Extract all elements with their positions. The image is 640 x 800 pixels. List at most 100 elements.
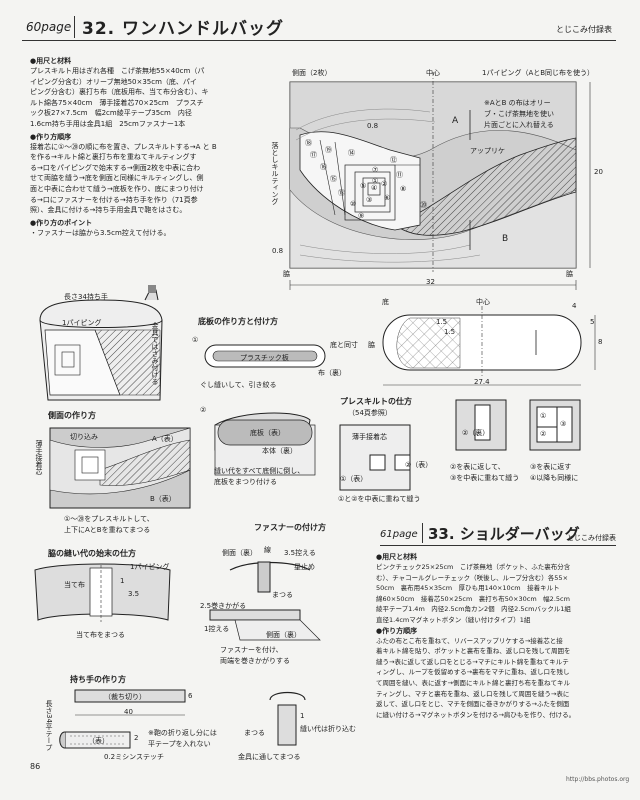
press-quilt-title: プレスキルトの仕方 bbox=[340, 397, 412, 406]
handle-length-label: 長さ34持ち手 bbox=[64, 293, 108, 301]
handle-dim1: 1 bbox=[300, 712, 305, 720]
next-materials-line: む）、チャコールグレーチェック（咲後し、ループ分含む）各55× bbox=[376, 573, 569, 582]
next-procedure-line: 返して、返し口をとじ、マチを側面に巻きかがりする→ふたを側面 bbox=[376, 700, 570, 709]
note-line: 片面ごとに入れ替える bbox=[484, 121, 554, 129]
dim-08: 0.8 bbox=[272, 247, 284, 255]
zip-side-back2: 側面（裏） bbox=[266, 631, 301, 639]
piping-note: 1パイピング（AとB同じ布を使う） bbox=[482, 69, 595, 77]
pq-piece2: ②（表） bbox=[405, 461, 433, 469]
next-procedure-line: 着キルト綿を貼り、ポケットと裏布を重ね、返し口を残して周囲を bbox=[376, 647, 571, 656]
handle-dim2: 2 bbox=[134, 734, 139, 742]
materials-line: イピング分含む）オリーブ無地50×35cm（底、パイ bbox=[30, 77, 197, 86]
zip-side-back: 側面（裏） bbox=[222, 549, 257, 557]
dim-4: 4 bbox=[572, 302, 577, 310]
next-procedure-heading: ●作り方順序 bbox=[376, 626, 418, 635]
piece-number: ⑲ bbox=[325, 146, 332, 154]
base-note: 縫い代をすべて底側に倒し、 bbox=[214, 467, 305, 475]
handle-matsuru: まつる bbox=[244, 729, 265, 737]
divider bbox=[74, 16, 75, 38]
procedure-heading: ●作り方順序 bbox=[30, 132, 72, 141]
seam-end-title: 脇の縫い代の始末の仕方 bbox=[48, 549, 136, 558]
dim-15: 1.5 bbox=[436, 318, 448, 326]
applique-label: アップリケ bbox=[470, 147, 505, 155]
zip-stop: 星止め bbox=[294, 563, 315, 571]
press-quilt-diagram bbox=[339, 399, 581, 491]
note-line: ブ・こげ茶無地を使い bbox=[484, 110, 554, 118]
handle-note: 平テープを入れない bbox=[148, 740, 211, 748]
page-footer-number: 86 bbox=[30, 762, 41, 771]
piece-number: ④ bbox=[371, 184, 378, 192]
point-heading: ●作り方のポイント bbox=[30, 218, 93, 227]
label-a: A bbox=[452, 116, 459, 126]
procedure-line: 面と中表に合わせて縫う→底板を作り、底にまつり付け bbox=[30, 184, 204, 193]
press-quilt-ref: （54頁参照） bbox=[348, 409, 392, 417]
zip-matsuru: まつる bbox=[272, 591, 293, 599]
handle-title: 持ち手の作り方 bbox=[70, 675, 126, 684]
piece-number: ⑭ bbox=[348, 149, 355, 157]
pq-interfacing: 薄手接着芯 bbox=[352, 433, 387, 441]
handle-note: ※鞄の折り返し分には bbox=[148, 729, 217, 737]
divider bbox=[422, 523, 423, 543]
next-materials-line: 綿60×50cm 接着芯50×25cm 裏打ち布50×30cm 幅2.5cm bbox=[376, 594, 570, 603]
side-label: 脇 bbox=[566, 270, 573, 278]
handle-strip: （裁ち切り） bbox=[104, 693, 146, 701]
dim-15: 1.5 bbox=[444, 328, 456, 336]
piece-number: ⑥ bbox=[384, 194, 391, 202]
a-label: A（表） bbox=[152, 435, 178, 443]
piece-number: ⑩ bbox=[350, 200, 357, 208]
piece-number: ⑮ bbox=[330, 175, 337, 183]
side-howto-title: 側面の作り方 bbox=[48, 411, 96, 420]
next-procedure-line: ふたの布とこ布を重ねて、リバースアップリケする→接着芯と接 bbox=[376, 636, 563, 645]
note-line: ※AとB の布はオリー bbox=[484, 99, 551, 107]
zipper-title: ファスナーの付け方 bbox=[254, 523, 326, 532]
next-procedure-line: ィングし、ループを仮留めする→裏布をマチに重ね、返し口を残し bbox=[376, 668, 570, 677]
bag-sketch bbox=[39, 285, 163, 401]
pq-n2: ② bbox=[540, 430, 547, 438]
materials-line: ルト綿各75×40cm 薄手接着芯70×25cm プラスチ bbox=[30, 98, 204, 107]
next-procedure-line: て周囲を縫い、表に返す→側面にキルト綿と裏打ち布を重ねてキル bbox=[376, 678, 570, 687]
materials-line: プレスキルト用はぎれ各種 こげ茶無地55×40cm（パ bbox=[30, 67, 205, 75]
interfacing-label: 薄手接着芯 bbox=[35, 440, 43, 475]
cut-label: 切り込み bbox=[70, 433, 98, 441]
piece-number: ⑧ bbox=[400, 185, 407, 193]
side-caption: 上下にAとBを重ねてまつる bbox=[64, 526, 151, 534]
handle-diagram bbox=[59, 689, 306, 749]
procedure-line: 照）、金具に付ける→持ち手用金具で鞄をはさむ。 bbox=[30, 206, 187, 215]
next-project-body: ●用尺と材料 ピンクチェック25×25cm こげ茶無地（ポケット、ふた裏布分含 … bbox=[376, 552, 621, 720]
dim-8: 8 bbox=[598, 338, 603, 346]
base-board-title: 底板の作り方と付け方 bbox=[198, 317, 278, 326]
materials-heading: ●用尺と材料 bbox=[30, 57, 72, 65]
handle-dim6: 6 bbox=[188, 692, 193, 700]
pq-piece1: ①（表） bbox=[340, 475, 368, 483]
quilting-label: 落としキルティング bbox=[271, 142, 279, 205]
point-line: ・ファスナーは脇から3.5cm控えて付ける。 bbox=[30, 228, 171, 237]
pq-n3: ③ bbox=[560, 420, 567, 428]
next-page-number: 61page bbox=[380, 529, 418, 540]
dim-5: 5 bbox=[590, 318, 595, 326]
piece-number: ③ bbox=[366, 196, 373, 204]
next-materials-line: 綾平テープ1.4m 内径2.5cm角カン2個 内径2.5cmバックル1組 bbox=[376, 605, 571, 614]
source-url: http://bbs.photos.org bbox=[566, 776, 630, 783]
zip-note: 両端を巻きかがりする bbox=[220, 657, 290, 665]
piece-number: ⑤ bbox=[360, 182, 367, 190]
pq-cap3: ④以降も同様に bbox=[530, 474, 579, 482]
next-procedure-line: に縫い付ける→マグネットボタンを付ける→肩ひもを作り、付ける。 bbox=[376, 710, 576, 719]
piece-number: ② bbox=[381, 180, 388, 188]
bottom-side: 脇 bbox=[368, 341, 375, 349]
supplement-tag: とじこみ付録表 bbox=[556, 25, 612, 34]
base-board-diagram bbox=[204, 344, 326, 476]
step-number: ① bbox=[192, 336, 199, 344]
handle-fold-in: 縫い代は折り込む bbox=[300, 725, 356, 733]
handle-back: （表） bbox=[88, 737, 109, 745]
piece-number: ⑳ bbox=[420, 201, 427, 209]
side-caption: ①〜⑳をプレスキルトして、 bbox=[64, 515, 154, 523]
next-title: 33. ショルダーバッグ bbox=[428, 525, 580, 543]
next-materials-line: ピンクチェック25×25cm こげ茶無地（ポケット、ふた裏布分含 bbox=[376, 563, 571, 571]
page-header: 60page 32. ワンハンドルバッグ とじこみ付録表 bbox=[22, 14, 616, 41]
next-materials-line: 直径1.4cmマグネットボタン（縫い付けタイプ）1組 bbox=[376, 615, 531, 624]
materials-line: ック板27×7.5cm 幅2cm綾平テープ35cm 内径 bbox=[30, 109, 192, 118]
materials-section: ●用尺と材料 プレスキルト用はぎれ各種 こげ茶無地55×40cm（パ イピング分… bbox=[30, 56, 280, 238]
center-label: 中心 bbox=[426, 69, 440, 77]
base-back-label: 底板（表） bbox=[250, 429, 285, 437]
